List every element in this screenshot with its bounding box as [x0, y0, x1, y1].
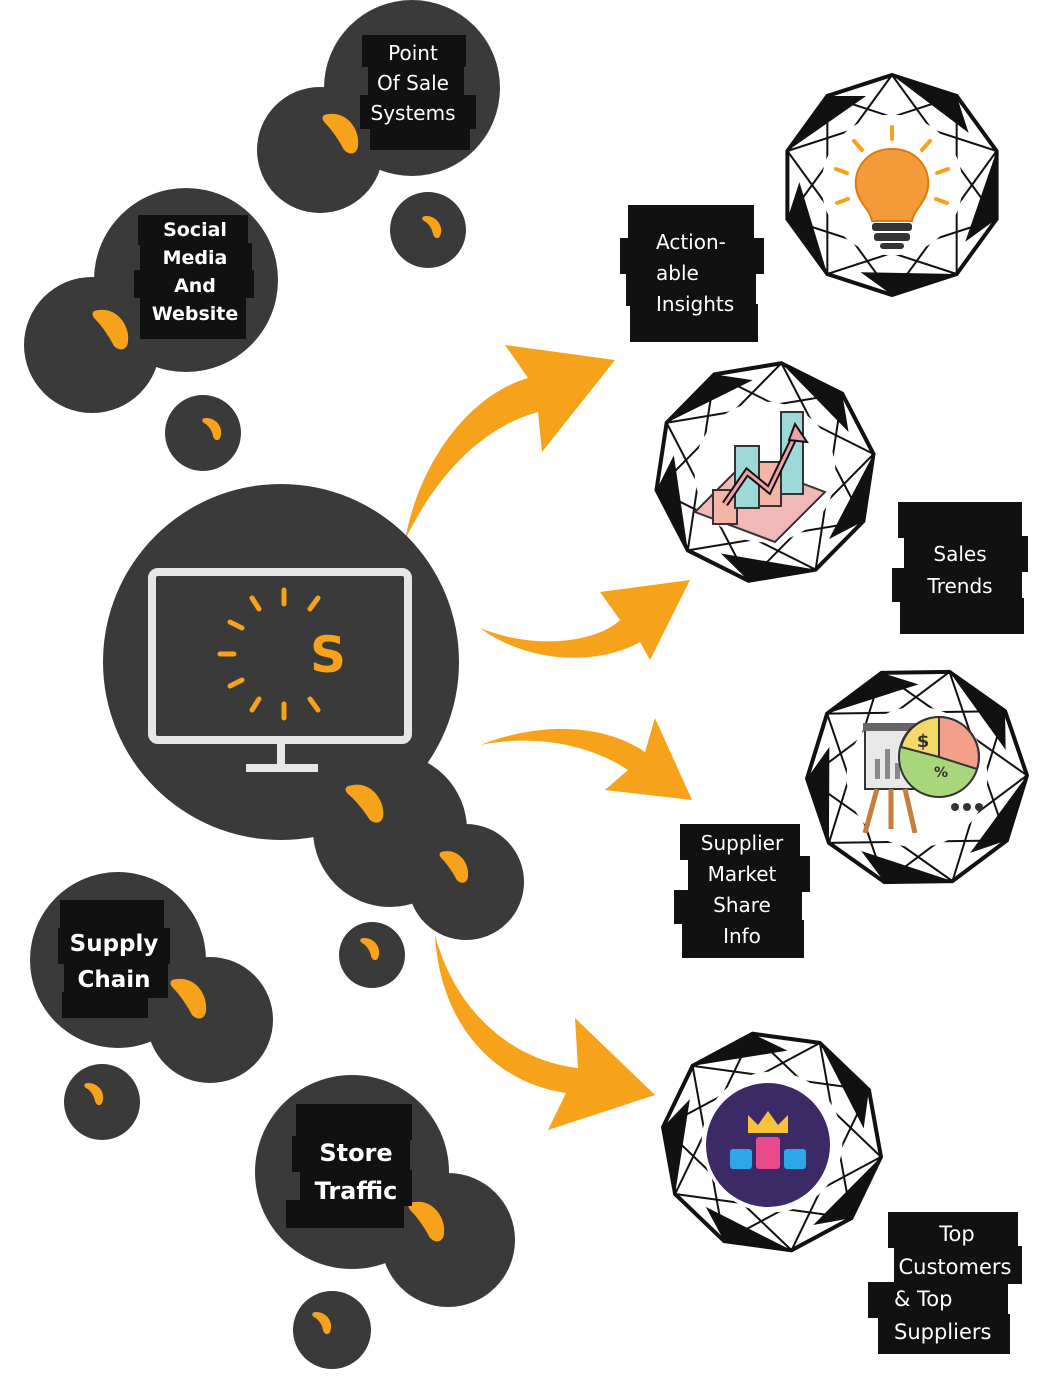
label-line: Trends [927, 574, 993, 598]
logo-letter: S [310, 626, 346, 684]
label-line: able [656, 261, 699, 285]
arrow-to-sales [480, 580, 690, 660]
label-line: Info [723, 924, 761, 948]
label-top-customers-suppliers: Top Customers & Top Suppliers [880, 1218, 1030, 1348]
label-line: Customers [898, 1254, 1012, 1279]
label-line: & Top [894, 1287, 953, 1311]
label-line: Insights [656, 292, 735, 316]
arrow-to-insights [405, 345, 615, 540]
label-sales-trends: Sales Trends [894, 538, 1018, 602]
label-supply-chain: Supply Chain [58, 926, 170, 998]
label-actionable-insights: Action- able Insights [636, 227, 760, 320]
presentation-pie-chart-icon: $ % [862, 715, 983, 834]
label-line: Website [151, 303, 239, 325]
label-line: Market [707, 862, 777, 886]
label-line: Systems [370, 101, 456, 125]
label-line: Social [163, 219, 227, 241]
arrow-to-top [435, 935, 655, 1130]
label-line: Chain [77, 967, 151, 993]
label-line: Traffic [314, 1177, 398, 1205]
dollar-sign: $ [917, 731, 930, 752]
label-line: Supplier [700, 831, 784, 855]
label-line: Supply [69, 931, 159, 957]
label-line: Share [713, 893, 771, 917]
label-backgrounds [58, 35, 1028, 1354]
label-store-traffic: Store Traffic [294, 1134, 418, 1210]
percent-sign: % [934, 765, 948, 781]
label-point-of-sale: Point Of Sale Systems [356, 38, 470, 128]
flow-arrows [405, 345, 692, 1130]
label-line: Action- [656, 230, 726, 254]
label-supplier-market-share: Supplier Market Share Info [680, 828, 804, 952]
label-line: Store [319, 1139, 393, 1167]
center-hub: S [103, 484, 524, 988]
label-line: Sales [933, 542, 987, 566]
crown-podium-icon [706, 1083, 830, 1207]
label-line: Point [388, 41, 438, 65]
lightbulb-icon [834, 125, 950, 249]
label-line: Media [162, 247, 228, 269]
sun-logo-icon [217, 587, 321, 721]
label-social-media: Social Media And Website [136, 216, 254, 328]
label-line: And [174, 275, 216, 297]
label-line: Suppliers [894, 1319, 992, 1344]
arrow-to-supplier [480, 718, 692, 800]
label-line: Of Sale [377, 71, 449, 95]
bar-chart-trend-icon [693, 411, 827, 544]
monitor-icon [148, 568, 412, 772]
label-line: Top [939, 1222, 975, 1246]
